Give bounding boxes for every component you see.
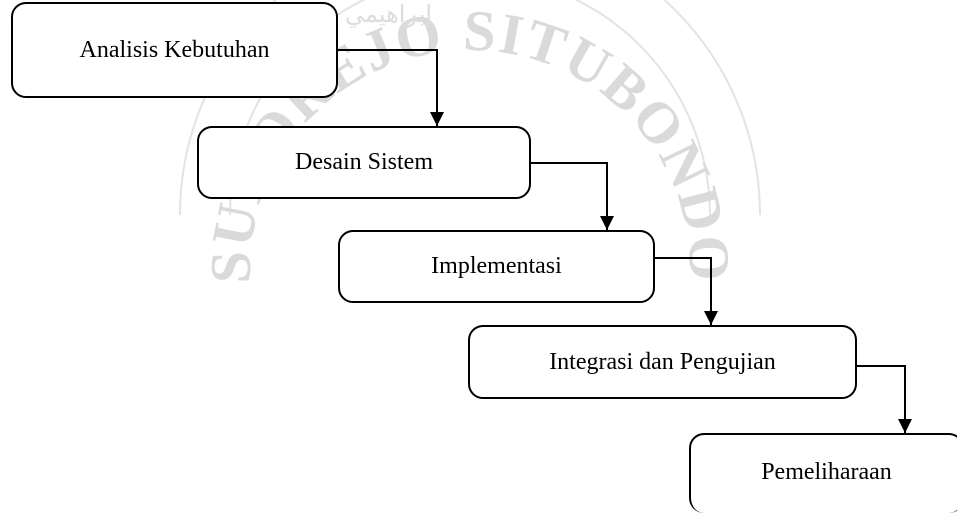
connector-integrasi-to-pemeliharaan: [857, 365, 912, 433]
stage-box-analisis-kebutuhan: Analisis Kebutuhan: [11, 2, 338, 98]
stage-box-pemeliharaan: Pemeliharaan: [689, 433, 957, 513]
stage-box-implementasi: Implementasi: [338, 230, 655, 303]
stage-label: Implementasi: [431, 253, 562, 279]
connector-analisis-to-desain: [338, 49, 444, 126]
connector-implementasi-to-integrasi: [655, 257, 718, 325]
stage-label: Integrasi dan Pengujian: [549, 348, 776, 375]
stage-label: Analisis Kebutuhan: [79, 36, 270, 63]
stage-box-desain-sistem: Desain Sistem: [197, 126, 531, 199]
stage-box-integrasi-dan-pengujian: Integrasi dan Pengujian: [468, 325, 857, 399]
stage-label: Pemeliharaan: [761, 459, 892, 485]
watermark-inner-arc: [229, 0, 711, 216]
watermark-arabic-text: إبراهيمي: [345, 0, 432, 29]
connector-desain-to-implementasi: [531, 162, 614, 230]
stage-label: Desain Sistem: [295, 149, 433, 175]
